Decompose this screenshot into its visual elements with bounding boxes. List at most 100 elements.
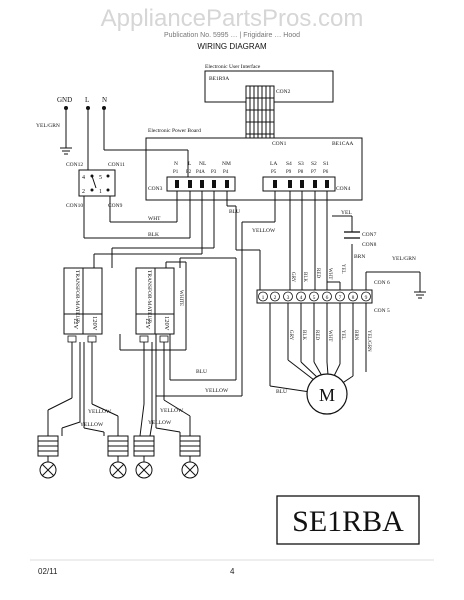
terminal-strip-pins	[258, 291, 371, 302]
switch-contacts	[90, 174, 110, 192]
watermark-text: AppliancePartsPros.com	[101, 5, 364, 32]
wire-yel-label: YEL	[341, 210, 352, 216]
con3-label: CON3	[148, 186, 163, 192]
switch-con9: CON9	[108, 203, 123, 209]
con4-top-s3: S3	[298, 161, 304, 167]
upper-wire-blk: BLK	[302, 272, 307, 282]
switch-pin-2: 2	[82, 189, 85, 195]
transformer-right-name: TRANSFOR-MATEUR	[146, 270, 152, 324]
transformer-left-primary: 120V	[91, 316, 98, 331]
capacitor-con8: CON8	[362, 242, 377, 248]
con3-pin-marks	[175, 180, 229, 188]
wire-blu-label: BLU	[229, 209, 240, 215]
power-board-part: BE1CAA	[332, 141, 353, 147]
upper-wire-wht: WHT	[327, 268, 332, 279]
wire-yel-grn-label: YEL/GRN	[392, 256, 416, 262]
transformer-right-secondary: 12V	[144, 318, 151, 330]
con4-top-s4: S4	[286, 161, 292, 167]
con3-connector	[166, 176, 236, 192]
con4-pin-p7: P7	[311, 170, 317, 175]
wire-yellow-upper-left: YELLOW	[88, 409, 112, 415]
strip-pin-4: 4	[300, 295, 303, 301]
con3-pin-p4a: P4A	[196, 170, 205, 175]
publication-line: Publication No. 5995 … | Frigidaire … Ho…	[164, 32, 300, 39]
lamp-3	[133, 435, 155, 479]
transformer-right-primary: 120V	[163, 316, 170, 331]
wire-wht-label: WHT	[148, 216, 161, 222]
ground-symbol-left	[60, 108, 72, 155]
switch-pin-4: 4	[82, 175, 85, 181]
strip-pin-2: 2	[274, 295, 277, 301]
model-box	[276, 495, 420, 545]
power-board-connector: CON1	[272, 141, 287, 147]
footer-page: 4	[230, 567, 235, 576]
wire-brn-label: BRN	[354, 254, 365, 260]
con3-top-n: N	[174, 161, 178, 167]
switch-pin-1: 1	[99, 189, 102, 195]
board-output-wiring	[201, 191, 353, 290]
strip-pin-1: 1	[262, 295, 265, 301]
con4-top-la: LA	[270, 161, 277, 167]
lower-wire-gry: GRY	[288, 330, 293, 341]
con3-top-l: L	[188, 161, 192, 167]
con4-top-s2: S2	[311, 161, 317, 167]
transformer-primary-wiring	[93, 208, 243, 397]
capacitor	[344, 231, 360, 239]
switch-con11: CON11	[108, 162, 125, 168]
con3-pin-p1: P1	[173, 170, 179, 175]
mains-n-label: N	[102, 96, 107, 104]
con3-pin-p4: P4	[223, 170, 229, 175]
ground-symbol-right	[365, 271, 426, 299]
lower-wire-yel: YEL	[340, 330, 345, 340]
lower-wire-blk: BLK	[301, 330, 306, 340]
ui-box-part: BE1R9A	[209, 76, 229, 82]
strip-pin-5: 5	[313, 295, 316, 301]
strip-con6: CON 6	[374, 280, 390, 286]
mains-wiring	[83, 108, 191, 239]
mains-l-label: L	[85, 96, 89, 104]
strip-pin-3: 3	[287, 295, 290, 301]
lower-wire-brn: BRN	[353, 330, 358, 341]
ribbon-cable	[245, 85, 275, 139]
power-board	[145, 137, 363, 201]
wire-yellow-lower-right: YELLOW	[148, 420, 172, 426]
footer-date: 02/11	[38, 567, 58, 576]
mains-gnd-label: GND	[57, 96, 72, 104]
power-board-title: Electronic Power Board	[148, 128, 201, 134]
motor-symbol: M	[319, 385, 335, 405]
lamp-2	[107, 435, 129, 479]
con3-pin-p3: P3	[211, 170, 217, 175]
switch-block	[78, 169, 116, 197]
con4-pin-marks	[273, 180, 329, 188]
con4-label: CON4	[336, 186, 351, 192]
con3-top-nm: NM	[222, 161, 231, 167]
diagram-title: WIRING DIAGRAM	[197, 42, 267, 51]
capacitor-con7: CON7	[362, 232, 377, 238]
con4-pin-p6: P6	[323, 170, 329, 175]
wire-yellow-label: YELLOW	[252, 228, 276, 234]
con4-pin-p9: P9	[286, 170, 292, 175]
mains-terminals	[64, 106, 106, 110]
ui-box-title: Electronic User Interface	[205, 63, 261, 70]
lower-wire-wht: WHT	[327, 330, 332, 341]
con4-pin-p5: P5	[271, 170, 277, 175]
transformer-secondary-connectors	[67, 335, 169, 343]
strip-pin-9: 9	[365, 295, 368, 301]
wire-blu-motor: BLU	[276, 389, 287, 395]
model-label: SE1RBA	[292, 505, 404, 538]
wire-blk-label: BLK	[148, 232, 159, 238]
con4-pin-p8: P8	[298, 170, 304, 175]
switch-con12: CON12	[66, 162, 83, 168]
transformer-right	[135, 267, 175, 335]
lower-wire-red: RED	[314, 330, 319, 340]
upper-wire-gry: GRY	[290, 272, 295, 283]
con3-pin-p2: P2	[186, 170, 192, 175]
transformer-left	[63, 267, 103, 335]
transformer-left-secondary: 12V	[72, 318, 79, 330]
switch-pin-5: 5	[99, 175, 102, 181]
wire-blu-low: BLU	[196, 369, 207, 375]
ui-box-connector: CON2	[276, 89, 291, 95]
lamp-4	[179, 435, 201, 479]
motor	[306, 373, 348, 415]
